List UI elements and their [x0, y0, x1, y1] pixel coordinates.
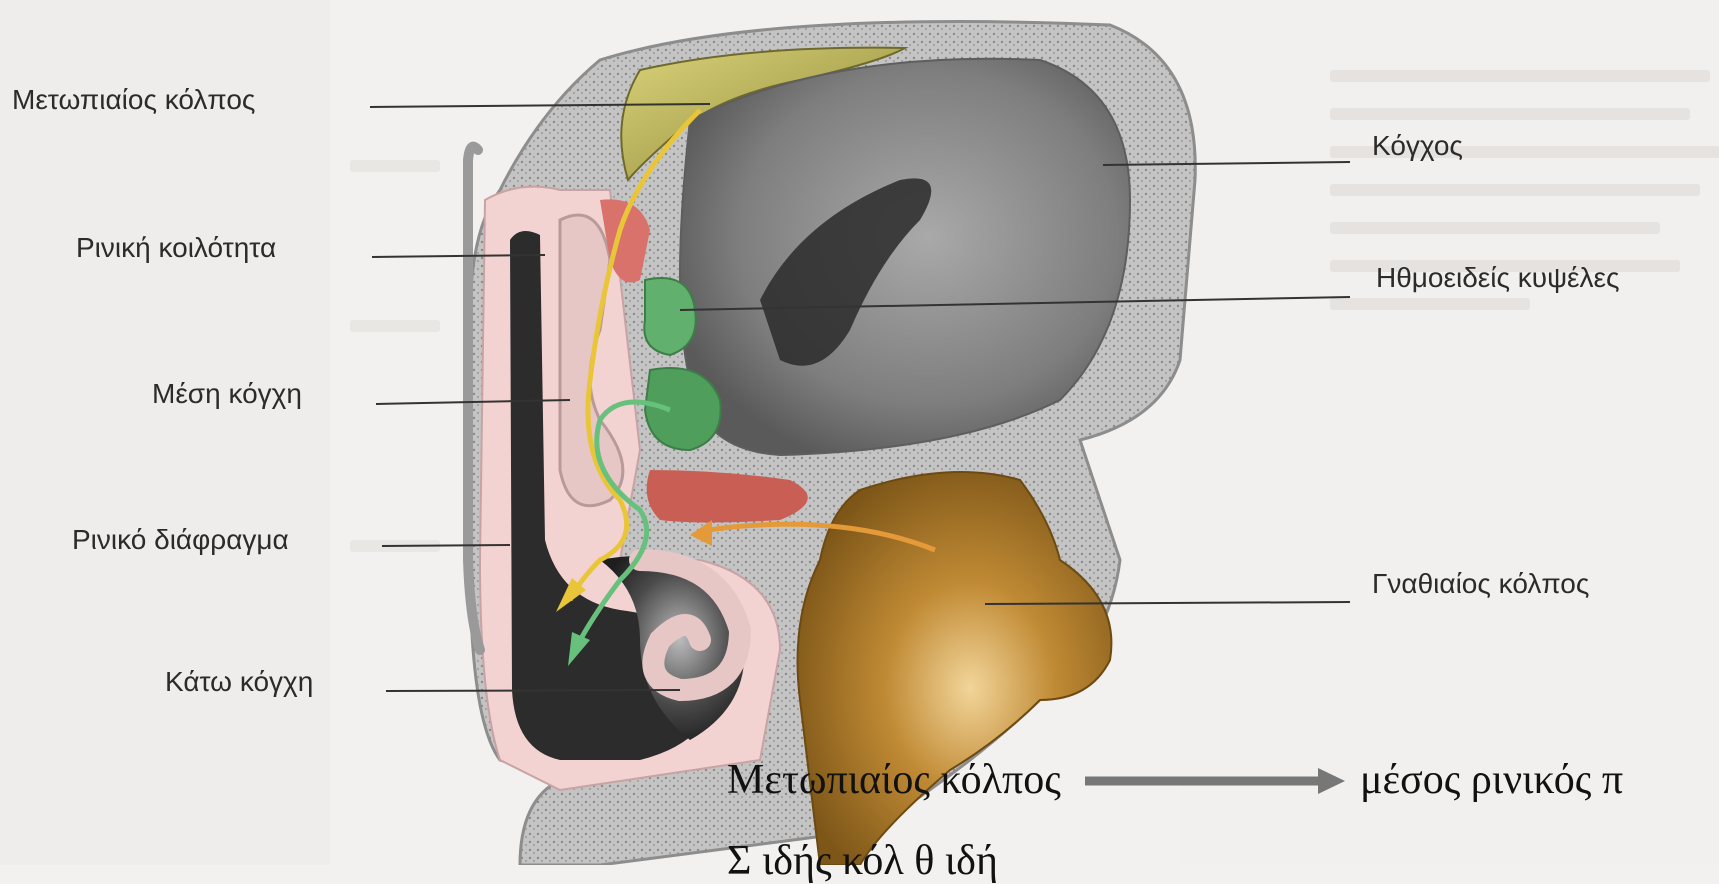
caption-arrowhead: [1318, 768, 1345, 794]
caption-middle-meatus: μέσος ρινικός π: [1360, 757, 1623, 803]
ethmoid-cells-upper: [644, 278, 695, 355]
leader-line-nasal-septum: [382, 545, 510, 546]
caption-line-2-cut: Σ ιδής κόλ θ ιδή: [727, 838, 998, 884]
label-inferior-concha: Κάτω κόγχη: [165, 666, 313, 698]
label-orbit: Κόγχος: [1372, 130, 1463, 162]
label-nasal-cavity: Ρινική κοιλότητα: [76, 232, 276, 264]
label-middle-concha: Μέση κόγχη: [152, 378, 302, 410]
label-maxillary-sinus: Γναθιαίος κόλπος: [1372, 568, 1589, 600]
caption-frontal-sinus: Μετωπιαίος κόλπος: [727, 757, 1061, 803]
leader-line-inferior-concha: [386, 690, 680, 691]
label-nasal-septum: Ρινικό διάφραγμα: [72, 524, 289, 556]
label-frontal-sinus: Μετωπιαίος κόλπος: [12, 84, 255, 116]
orbit-shape: [680, 59, 1130, 455]
label-ethmoid-cells: Ηθμοειδείς κυψέλες: [1376, 262, 1620, 294]
